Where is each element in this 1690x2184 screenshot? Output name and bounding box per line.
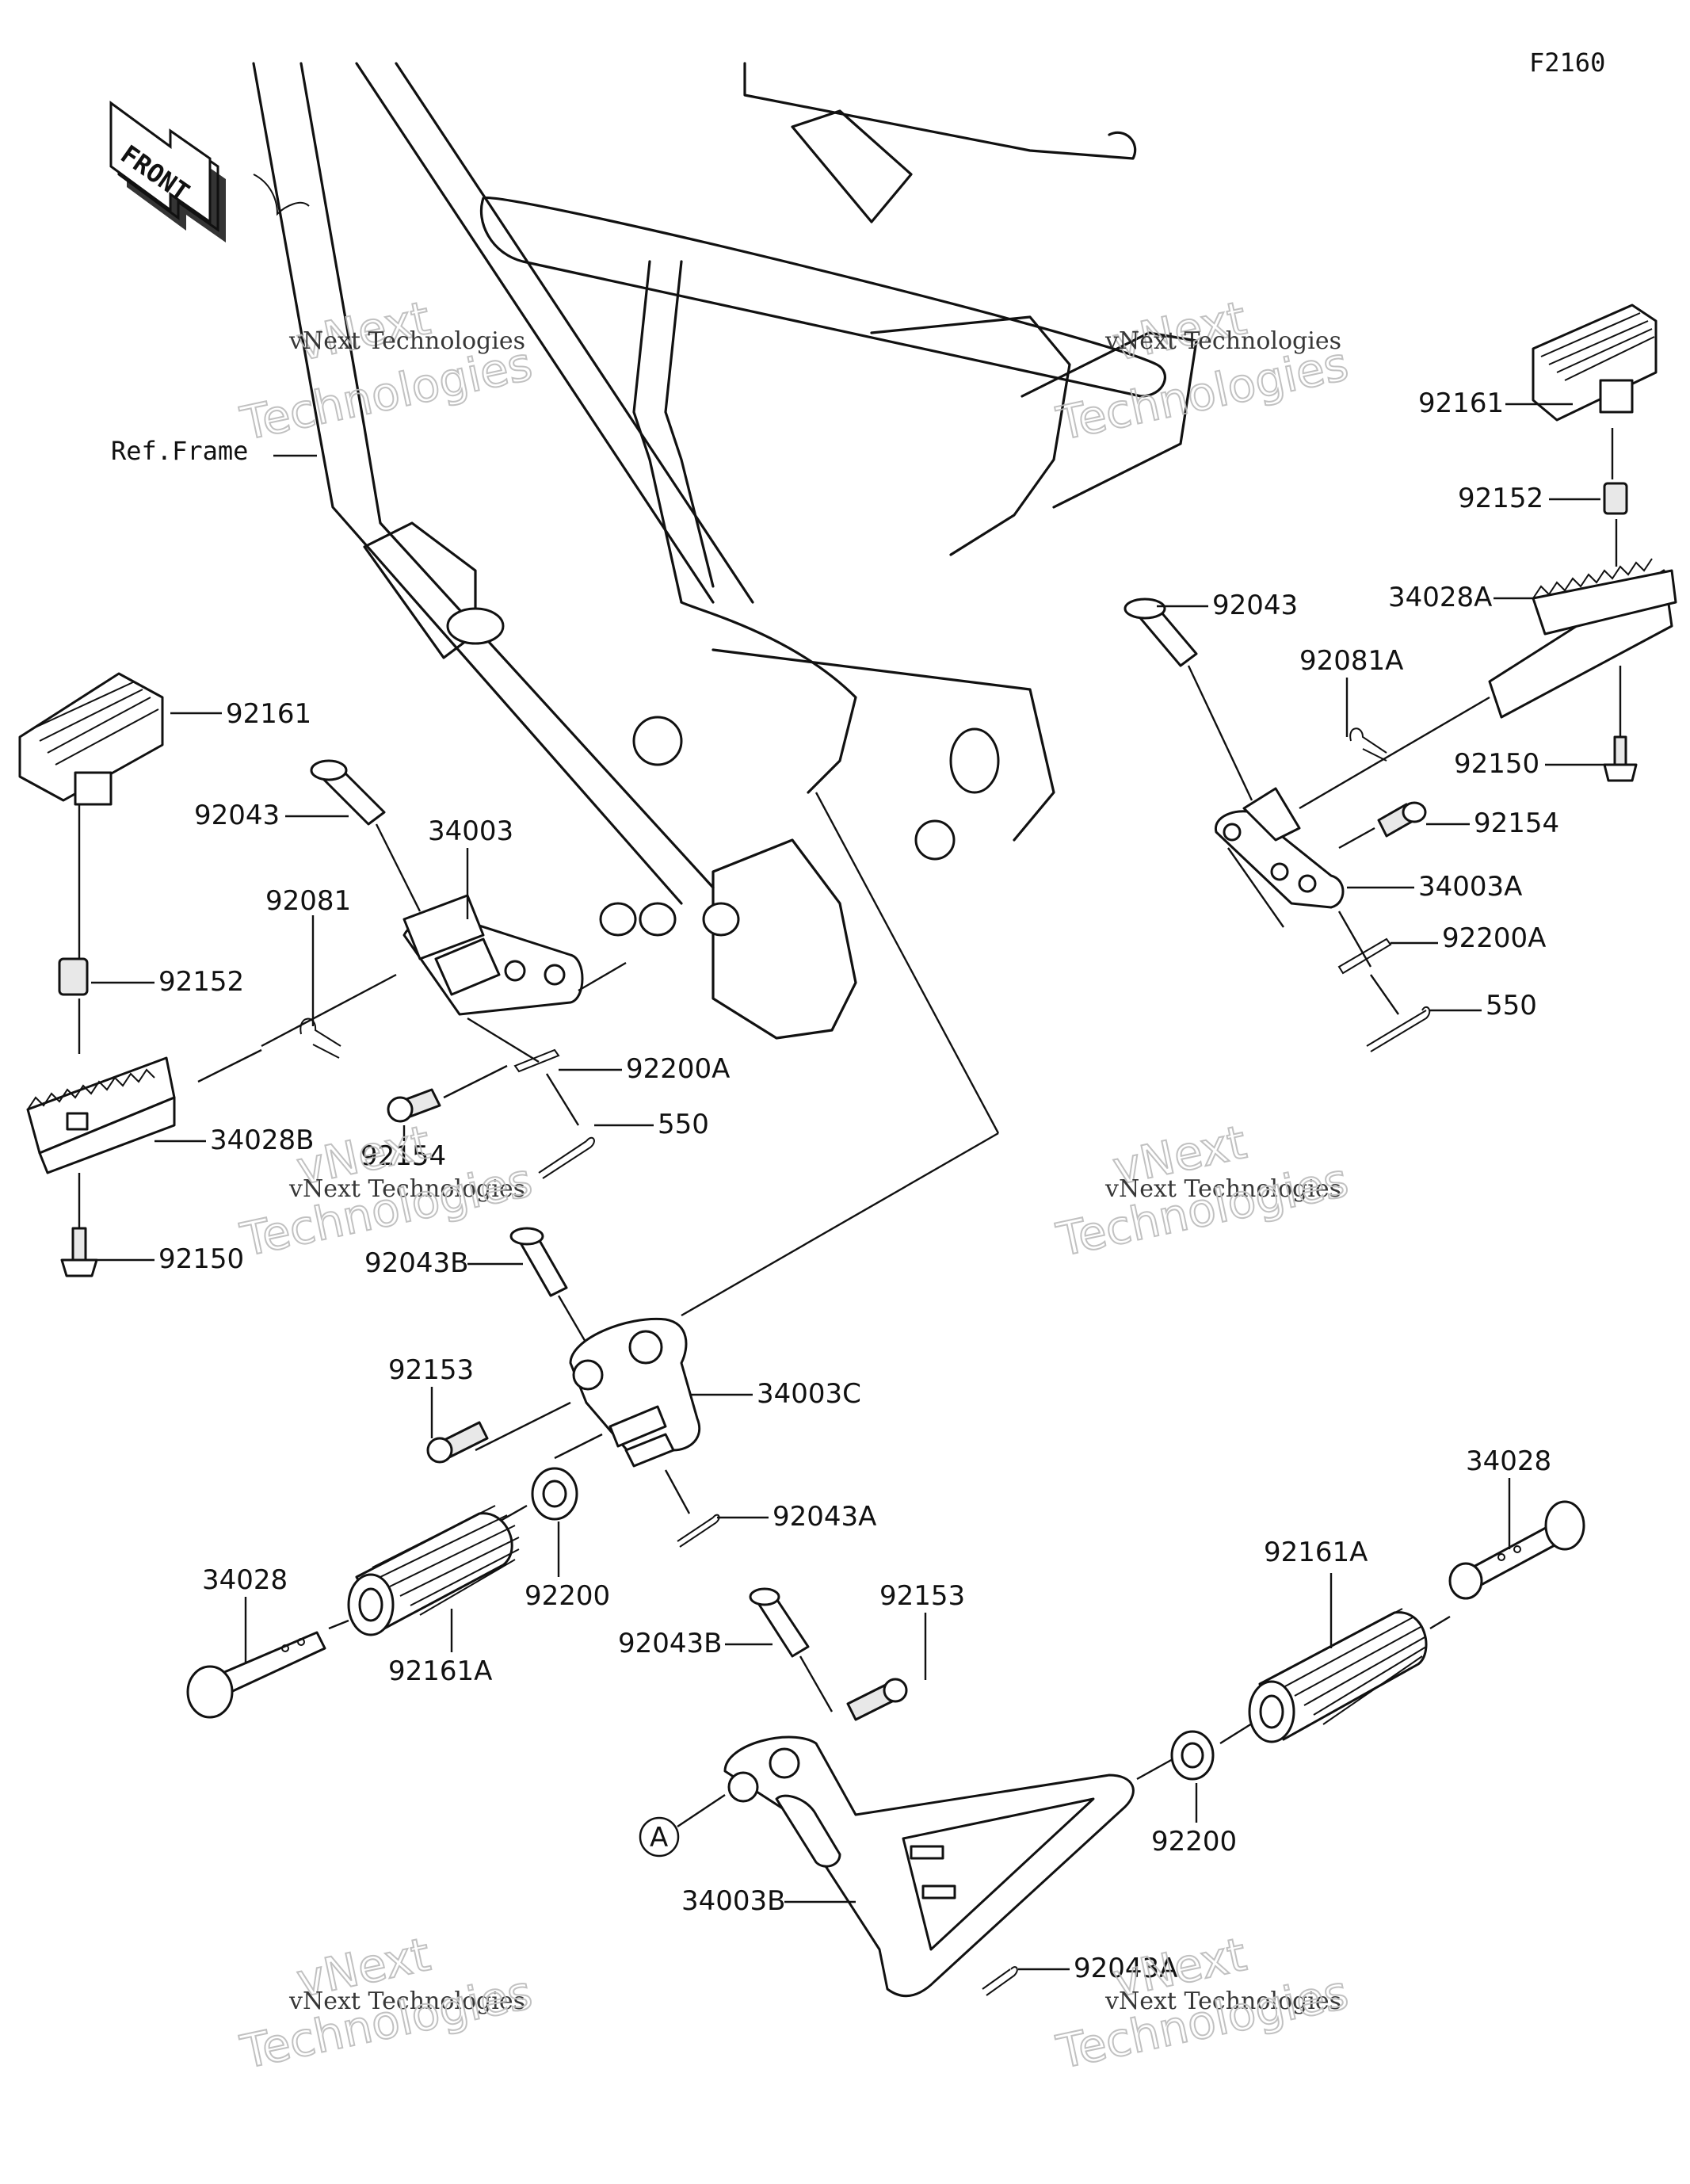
part-34028-left (186, 1631, 326, 1719)
part-34003C (569, 1317, 701, 1468)
label-34003B: 34003B (681, 1885, 785, 1917)
left-footpeg-group: 92161 92043 34003 92081 92152 (18, 672, 730, 1277)
label-92081A: 92081A (1299, 645, 1403, 677)
part-92200A-left (513, 1048, 560, 1073)
watermark-6: vNext vNext Technologies Technologies (1051, 1926, 1354, 2080)
label-92043-left: 92043 (194, 800, 280, 831)
svg-text:vNext Technologies: vNext Technologies (288, 1987, 525, 2015)
label-34028B: 34028B (210, 1124, 314, 1156)
label-92081: 92081 (265, 885, 351, 917)
label-92154-right: 92154 (1474, 808, 1559, 839)
label-92150-left: 92150 (158, 1243, 244, 1275)
label-92154-left: 92154 (361, 1140, 446, 1172)
svg-text:vNext Technologies: vNext Technologies (288, 1175, 525, 1203)
part-34028B (26, 1056, 176, 1174)
part-92150-left (60, 1227, 98, 1277)
part-92154-right (1377, 801, 1427, 838)
watermark-2: vNext vNext Technologies Technologies (1051, 290, 1354, 452)
part-34003B (723, 1735, 1135, 1998)
label-92152-left: 92152 (158, 966, 244, 998)
part-92161-left (18, 672, 164, 806)
label-34003C: 34003C (757, 1378, 861, 1410)
label-92043-right: 92043 (1212, 590, 1298, 621)
motorcycle-frame (252, 62, 1198, 1040)
part-92150-right (1603, 735, 1638, 782)
part-92161A-left (347, 1505, 520, 1636)
part-34028-right (1448, 1500, 1585, 1600)
label-92153-2: 92153 (879, 1580, 965, 1612)
part-92152-right (1603, 482, 1628, 515)
label-92161A-left: 92161A (388, 1655, 492, 1687)
part-92043A-1 (677, 1514, 720, 1548)
label-34028-left: 34028 (202, 1564, 288, 1596)
svg-text:vNext Technologies: vNext Technologies (1104, 1987, 1341, 2015)
watermark-4: vNext vNext Technologies Technologies (1051, 1114, 1354, 1268)
label-34003A: 34003A (1418, 871, 1522, 903)
ref-frame-label: Ref.Frame (111, 436, 248, 466)
callout-a-label: A (650, 1822, 668, 1854)
label-92161-left: 92161 (226, 698, 311, 730)
svg-text:vNext Technologies: vNext Technologies (1104, 1175, 1341, 1203)
part-92081 (299, 1018, 341, 1059)
part-92153-1 (426, 1421, 489, 1464)
label-92043B-2: 92043B (618, 1628, 722, 1659)
part-550-right (1366, 1006, 1431, 1052)
label-34003: 34003 (428, 815, 513, 847)
rear-left-peg-group: 92043B 34003C 92153 92043A (186, 1227, 876, 1719)
part-92152-left (58, 957, 89, 996)
part-92043A-2 (982, 1966, 1018, 1996)
part-92043B-2 (749, 1587, 810, 1658)
rear-right-peg-group: 92043B 92153 34003B A 9 (618, 1445, 1585, 1998)
part-92200-right (1170, 1730, 1215, 1781)
part-92081A (1349, 727, 1387, 762)
part-92043B-1 (509, 1227, 568, 1297)
label-92200-left: 92200 (525, 1580, 610, 1612)
svg-text:vNext Technologies: vNext Technologies (1104, 327, 1341, 355)
part-92154-left (387, 1088, 441, 1123)
label-92043A-1: 92043A (773, 1501, 876, 1533)
label-92043B-1: 92043B (364, 1247, 468, 1279)
figure-code: F2160 (1529, 48, 1605, 78)
label-92161-right: 92161 (1418, 388, 1504, 419)
part-34028A (1488, 558, 1677, 719)
label-550-left: 550 (658, 1109, 709, 1140)
label-92200-right: 92200 (1151, 1826, 1237, 1858)
label-92153-1: 92153 (388, 1354, 474, 1386)
label-92150-right: 92150 (1454, 748, 1539, 780)
watermark-1: vNext vNext Technologies Technologies (235, 290, 538, 452)
svg-text:vNext Technologies: vNext Technologies (288, 327, 525, 355)
part-92043-left (310, 759, 386, 826)
part-92153-2 (846, 1678, 908, 1721)
label-92200A-right: 92200A (1442, 922, 1546, 954)
part-550-left (538, 1136, 595, 1179)
part-92161A-right (1248, 1608, 1428, 1743)
right-footpeg-group: 92161 92152 34028A 92150 92043 (1123, 304, 1677, 1052)
label-34028A: 34028A (1388, 582, 1492, 613)
label-92200A-left: 92200A (626, 1053, 730, 1085)
part-34003 (402, 894, 584, 1016)
label-92161A-right: 92161A (1264, 1537, 1368, 1568)
front-arrow-icon: FRONT (109, 101, 226, 242)
label-92043A-2: 92043A (1074, 1953, 1177, 1984)
part-92161-right (1532, 304, 1658, 422)
part-92200-left (531, 1467, 578, 1521)
callout-a: A (639, 1816, 680, 1858)
label-34028-right: 34028 (1466, 1445, 1551, 1477)
part-92200A-right (1337, 937, 1392, 975)
label-550-right: 550 (1486, 990, 1537, 1021)
watermark-5: vNext vNext Technologies Technologies (235, 1926, 538, 2080)
part-92043-right (1123, 598, 1198, 667)
label-92152-right: 92152 (1458, 483, 1543, 514)
part-34003A (1215, 787, 1345, 909)
